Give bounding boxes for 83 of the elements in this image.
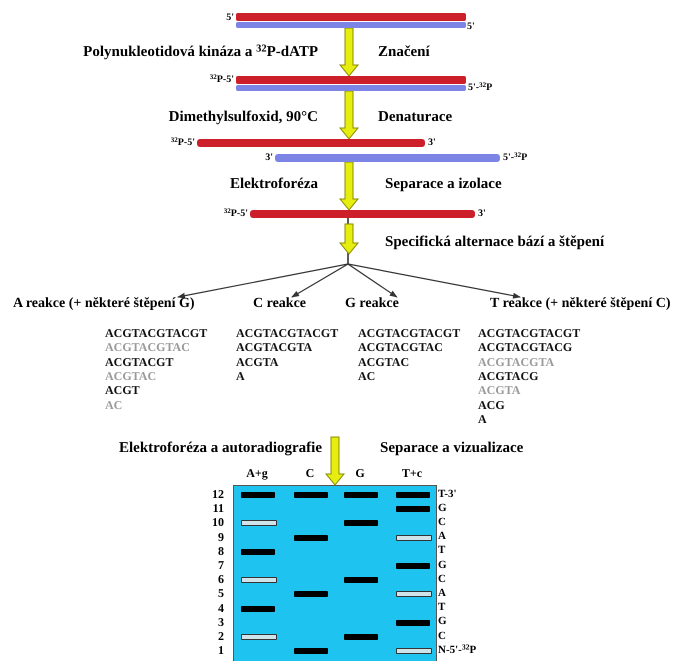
- step-label: Dimethylsulfoxid, 90°C: [168, 110, 318, 124]
- strand-end-label: 5': [467, 22, 475, 32]
- base-label: T-3': [438, 488, 457, 500]
- block-arrow: [338, 224, 360, 255]
- sequence-fragment: A: [478, 412, 487, 425]
- step-label: Elektroforéza a autoradiografie: [118, 440, 322, 456]
- band-number: 3: [218, 616, 224, 628]
- band-number: 7: [218, 559, 224, 571]
- sequence-fragment: ACGTAC: [358, 356, 410, 368]
- reaction-heading: G reakce: [345, 297, 399, 311]
- sequence-fragment: ACGTACGT: [105, 356, 174, 368]
- band-number: 8: [218, 544, 224, 557]
- dna-duplex-bar: [236, 13, 466, 28]
- band-number: 10: [212, 516, 224, 528]
- step-label: Denaturace: [378, 110, 452, 124]
- reaction-heading: A reakce (+ některé štěpení G): [13, 297, 195, 311]
- base-label: T: [438, 602, 446, 614]
- sequence-fragment: ACGTACGTACGT: [478, 327, 580, 339]
- step-label: Polynukleotidová kináza a $^{32}$P-dATP: [83, 44, 318, 60]
- sequence-fragment: ACGTACGTA: [478, 356, 554, 368]
- gel-panel: [233, 485, 437, 661]
- band-number: 6: [218, 573, 224, 586]
- block-arrow: [324, 436, 346, 486]
- base-label: T: [438, 545, 446, 556]
- sequence-fragment: ACG: [478, 398, 505, 410]
- strand-end-label: $^{32}$P-5': [170, 138, 195, 148]
- sequence-fragment: ACGTACGTACG: [478, 341, 572, 354]
- band-number: 12: [212, 488, 224, 500]
- sequence-fragment: ACGTACGTAC: [105, 341, 190, 354]
- band-number: 9: [218, 530, 224, 543]
- step-label: Separace a izolace: [385, 176, 502, 192]
- strand-end-label: 5': [226, 13, 234, 23]
- reaction-heading: C reakce: [253, 297, 306, 311]
- base-label: A: [438, 531, 446, 542]
- strand-end-label: 3': [478, 209, 486, 219]
- sequence-fragment: ACGTACGTACGT: [105, 327, 208, 339]
- base-label: C: [438, 574, 446, 585]
- strand-end-label: 3': [428, 138, 436, 148]
- dna-duplex-bar: [236, 76, 466, 91]
- strand-end-label: 5'-$^{32}$P: [503, 153, 528, 163]
- strand-end-label: 5'-$^{32}$P: [468, 83, 492, 93]
- band-number: 1: [218, 644, 224, 656]
- sequence-fragment: AC: [358, 370, 376, 382]
- step-label: Značení: [378, 44, 430, 60]
- base-label: G: [438, 560, 447, 570]
- dna-strand-bar: [250, 210, 475, 218]
- sequence-fragment: ACGTACG: [478, 370, 538, 382]
- lane-label: C: [304, 467, 316, 479]
- strand-end-label: 3': [265, 153, 273, 163]
- base-label: N-5'-$^{32}$P: [438, 644, 476, 656]
- sequence-fragment: ACGTACGTAC: [358, 341, 443, 354]
- sequence-fragment: ACGTA: [236, 356, 278, 368]
- sequence-fragment: A: [236, 370, 245, 382]
- step-label: Specifická alternace bází a štěpení: [385, 234, 604, 250]
- dna-strand-bar: [275, 154, 500, 162]
- base-label: C: [438, 630, 446, 642]
- block-arrow: [338, 28, 360, 77]
- base-label: G: [438, 616, 447, 628]
- sequence-fragment: ACGTACGTA: [236, 341, 312, 354]
- sequence-fragment: ACGTA: [478, 384, 520, 396]
- sequence-fragment: AC: [105, 398, 122, 410]
- lane-label: G: [354, 467, 366, 479]
- base-label: G: [438, 502, 447, 514]
- sequence-fragment: ACGTACGTACGT: [358, 327, 460, 339]
- band-number: 4: [218, 602, 224, 614]
- sequence-fragment: ACGT: [105, 384, 140, 396]
- band-number: 2: [218, 630, 224, 642]
- sequence-fragment: ACGTACGTACGT: [236, 327, 338, 339]
- lane-label: A+g: [245, 467, 269, 479]
- strand-end-label: $^{32}$P-5': [210, 75, 234, 85]
- lane-label: T+c: [400, 467, 424, 479]
- sequence-fragment: ACGTAC: [105, 370, 156, 382]
- step-label: Elektroforéza: [230, 176, 318, 192]
- base-label: A: [438, 588, 446, 599]
- band-number: 11: [212, 502, 224, 514]
- reaction-heading: T reakce (+ některé štěpení C): [490, 297, 670, 311]
- base-label: C: [438, 516, 446, 528]
- strand-end-label: $^{32}$P-5': [224, 209, 248, 219]
- block-arrow: [338, 162, 360, 211]
- dna-strand-bar: [197, 139, 425, 147]
- step-label: Separace a vizualizace: [380, 440, 524, 456]
- block-arrow: [338, 90, 360, 140]
- band-number: 5: [218, 587, 224, 600]
